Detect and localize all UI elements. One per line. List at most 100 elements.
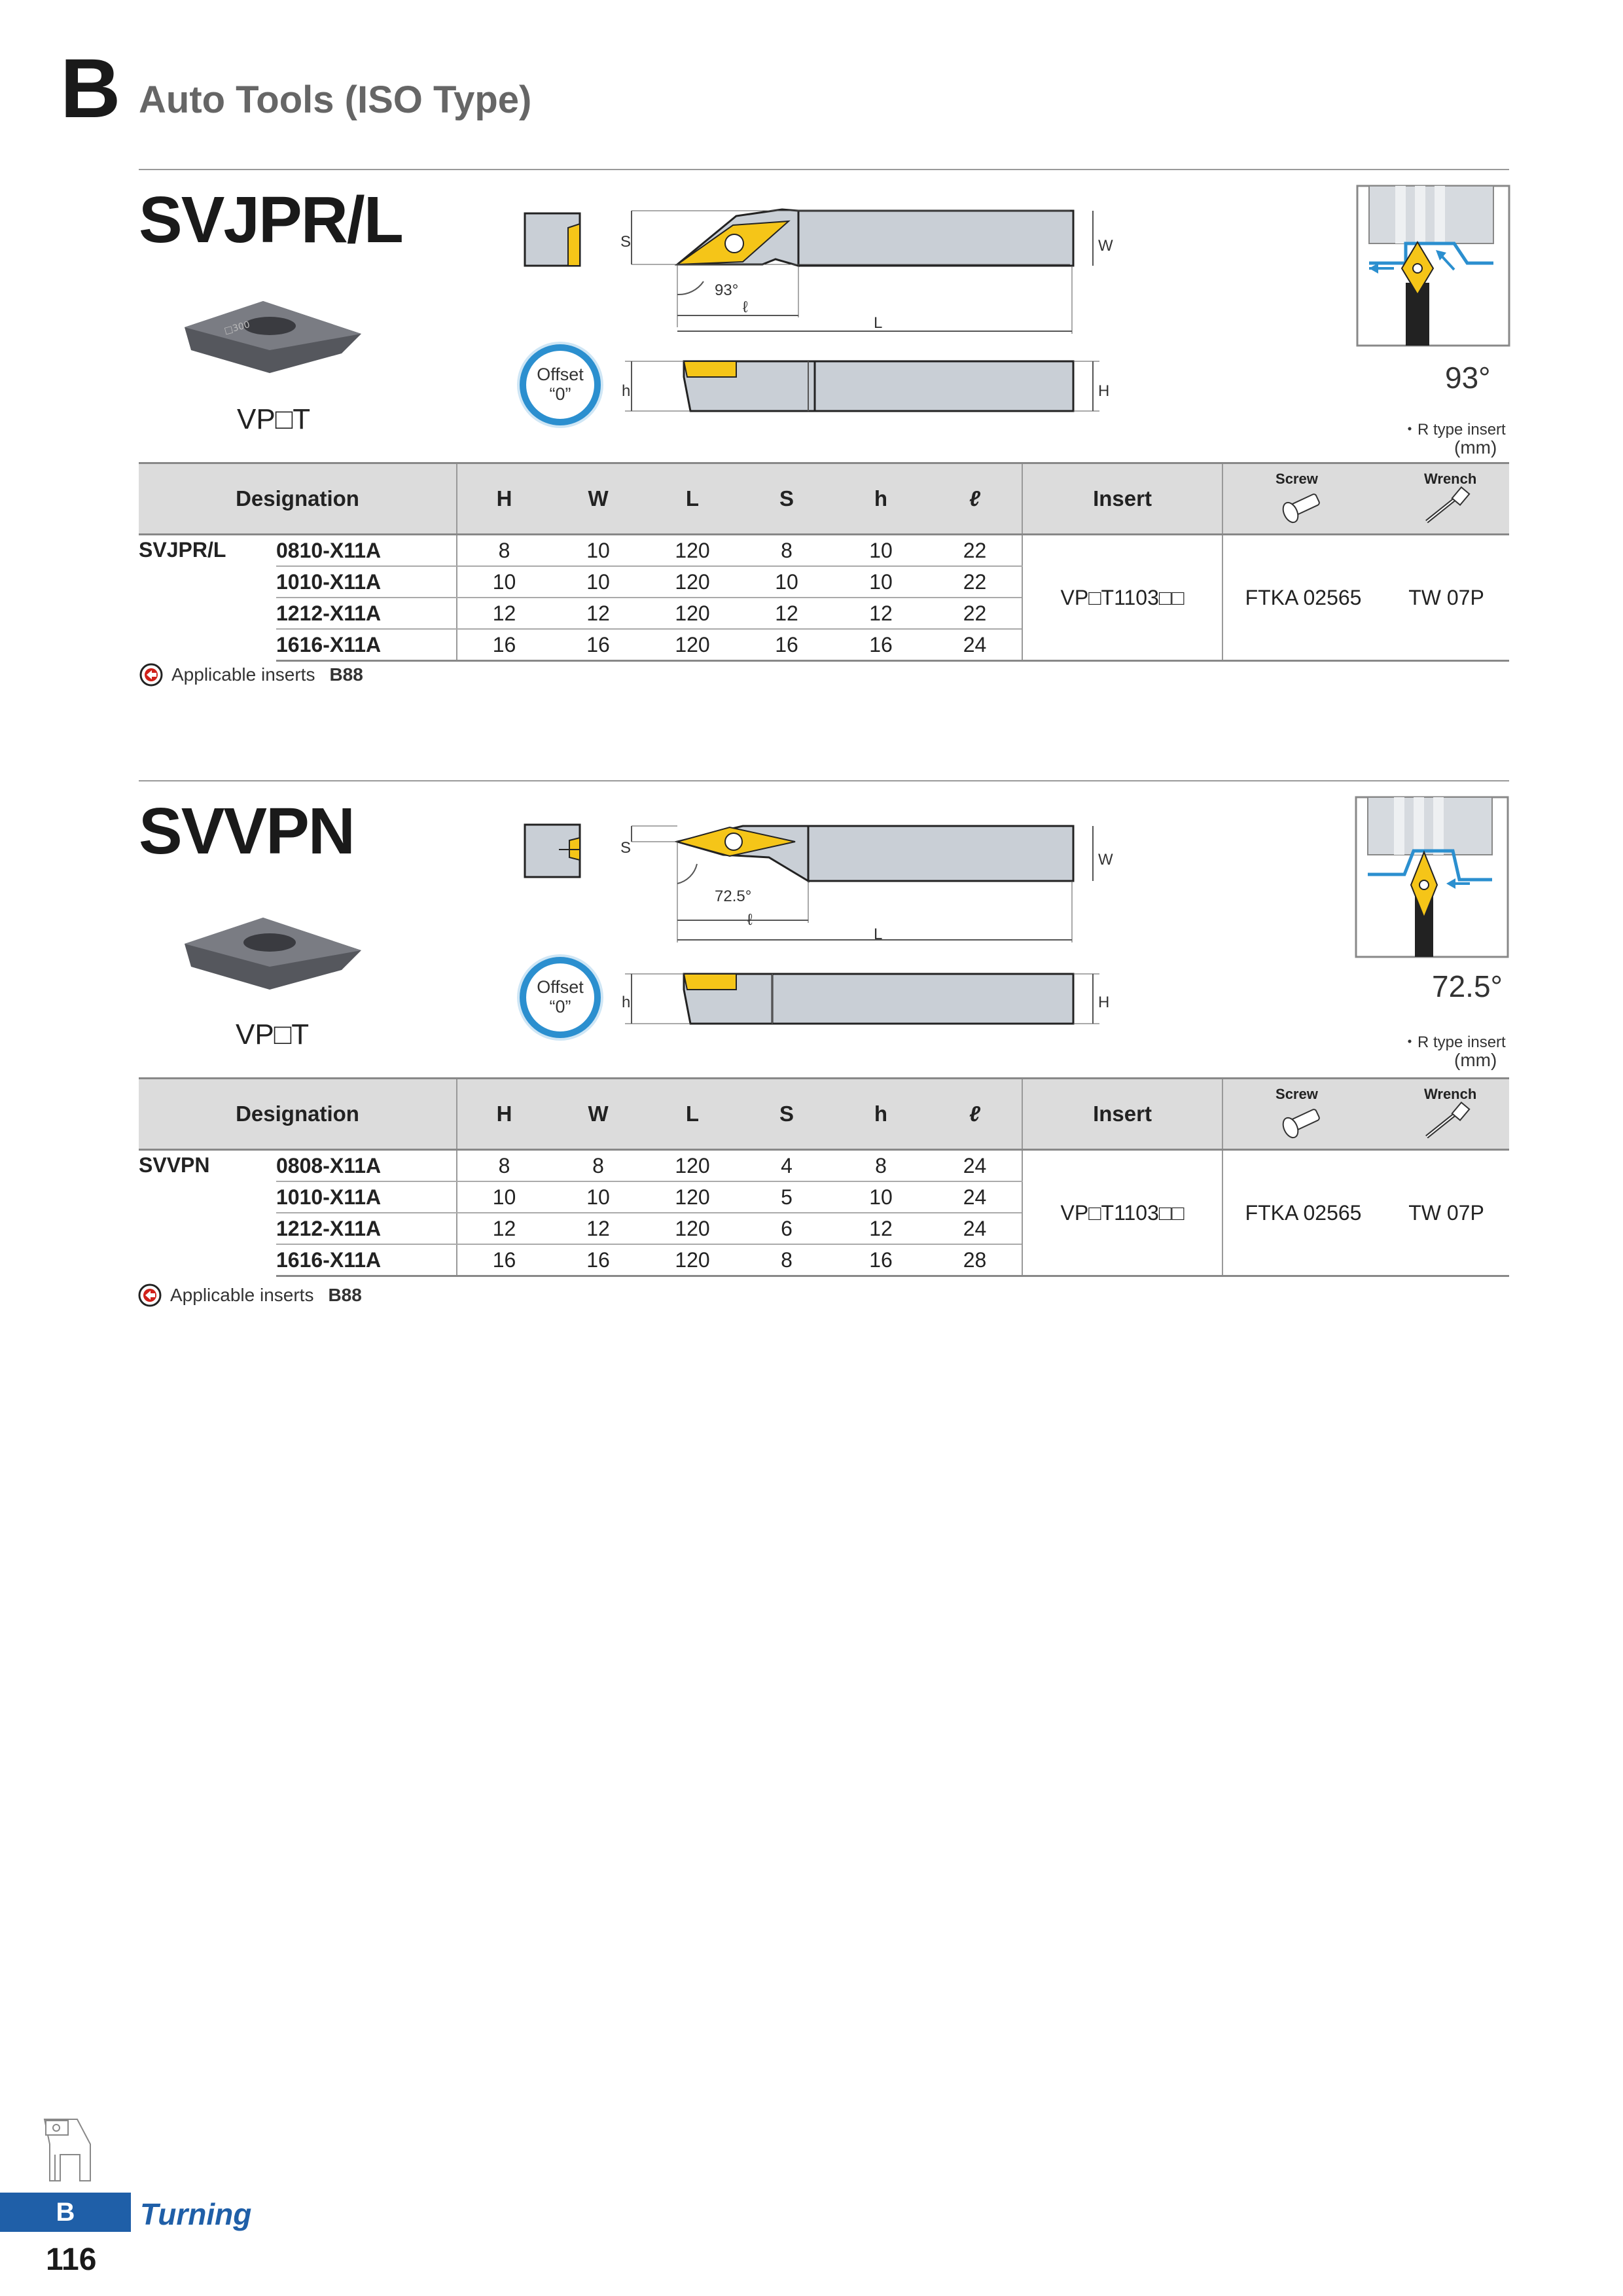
table-row: 1010-X11A 10 10 120 5 10 24 — [139, 1181, 1509, 1213]
cell-S: 6 — [740, 1213, 834, 1245]
application-diagram — [1355, 796, 1509, 958]
cell-l: 24 — [928, 1213, 1023, 1245]
screw-code: FTKA 02565 — [1222, 1149, 1384, 1277]
insert-photo — [185, 918, 361, 990]
col-insert: Insert — [1022, 462, 1223, 535]
offset-value: “0” — [549, 384, 571, 404]
offset-label: Offset — [537, 977, 584, 997]
end-view-drawing — [524, 823, 581, 878]
col-l: ℓ — [928, 462, 1023, 535]
row-code: 1212-X11A — [276, 1213, 457, 1245]
model-name: SVJPR/L — [139, 183, 404, 257]
dim-s: S — [620, 233, 632, 251]
col-W: W — [551, 462, 646, 535]
cell-H: 12 — [456, 1213, 552, 1245]
cell-h: 10 — [834, 1181, 929, 1213]
col-H: H — [456, 1077, 552, 1151]
applicable-inserts-link[interactable]: Applicable inserts B88 — [137, 1283, 362, 1308]
col-screw: Screw — [1222, 1077, 1384, 1151]
offset-label: Offset — [537, 365, 584, 385]
cell-W: 10 — [551, 566, 646, 598]
top-view-drawing — [631, 208, 1094, 334]
cell-S: 4 — [740, 1149, 834, 1182]
side-view-drawing — [625, 360, 1099, 412]
dim-h-big: H — [1098, 382, 1110, 400]
row-code: 0808-X11A — [276, 1149, 457, 1182]
wrench-code: TW 07P — [1383, 1149, 1510, 1277]
wrench-label: Wrench — [1424, 1086, 1477, 1102]
cell-L: 120 — [645, 566, 740, 598]
cell-W: 12 — [551, 598, 646, 630]
cell-h: 10 — [834, 566, 929, 598]
cell-L: 120 — [645, 534, 740, 567]
cell-H: 8 — [456, 534, 552, 567]
row-code: 1616-X11A — [276, 629, 457, 662]
screw-label: Screw — [1275, 1086, 1318, 1102]
dim-l-small: ℓ — [743, 298, 748, 316]
applicable-inserts-link[interactable]: Applicable inserts B88 — [139, 662, 363, 687]
table-row: SVJPR/L 0810-X11A 8 10 120 8 10 22 VP□T1… — [139, 534, 1510, 662]
dim-w: W — [1098, 851, 1113, 869]
turning-tool-icon — [43, 2119, 91, 2181]
insert-code: VP□T1103□□ — [1022, 1149, 1223, 1277]
cell-L: 120 — [645, 629, 740, 662]
col-designation: Designation — [139, 462, 457, 535]
spec-table: Designation H W L S h ℓ Insert Screw Wre… — [139, 462, 1510, 662]
col-l: ℓ — [928, 1077, 1023, 1151]
row-model: SVVPN — [139, 1153, 210, 1177]
cell-h: 12 — [834, 1213, 929, 1245]
unit-label: (mm) — [1454, 437, 1497, 457]
cell-l: 22 — [928, 598, 1023, 630]
col-W: W — [551, 1077, 646, 1151]
insert-code: VP□T1103□□ — [1022, 534, 1223, 662]
wrench-label: Wrench — [1424, 471, 1477, 487]
cell-W: 16 — [551, 1244, 646, 1277]
applicable-ref: B88 — [329, 664, 363, 685]
cell-S: 10 — [740, 566, 834, 598]
section-name: Turning — [140, 2197, 252, 2231]
unit-label: (mm) — [1454, 1050, 1497, 1070]
cell-S: 12 — [740, 598, 834, 630]
col-wrench: Wrench — [1383, 462, 1510, 535]
dim-w: W — [1098, 237, 1113, 255]
dim-s: S — [620, 839, 632, 857]
top-view-drawing — [631, 825, 1094, 942]
table-row: 1616-X11A 16 16 120 16 16 24 — [139, 629, 1509, 662]
cell-W: 8 — [551, 1149, 646, 1182]
wrench-icon — [1425, 486, 1471, 524]
screw-icon — [1282, 1109, 1320, 1139]
cell-L: 120 — [645, 1149, 740, 1182]
col-wrench: Wrench — [1383, 1077, 1510, 1151]
wrench-code: TW 07P — [1383, 534, 1510, 662]
arrow-circle-icon — [139, 663, 163, 687]
approach-angle: 72.5° — [1432, 969, 1503, 1003]
section-tab: B — [0, 2193, 131, 2232]
side-view-drawing — [625, 973, 1099, 1025]
col-insert: Insert — [1022, 1077, 1223, 1151]
divider — [139, 169, 1509, 170]
insert-type-label: VP□T — [237, 403, 311, 435]
cell-H: 16 — [456, 629, 552, 662]
table-row: SVVPN 0808-X11A 8 8 120 4 8 24 VP□T1103□… — [139, 1149, 1510, 1277]
row-code: 0810-X11A — [276, 534, 457, 567]
dim-h-big: H — [1098, 994, 1110, 1011]
row-code: 1010-X11A — [276, 566, 457, 598]
col-h: h — [834, 1077, 929, 1151]
screw-icon — [1282, 493, 1320, 524]
col-H: H — [456, 462, 552, 535]
row-code: 1616-X11A — [276, 1244, 457, 1277]
cell-h: 10 — [834, 534, 929, 567]
cell-H: 8 — [456, 1149, 552, 1182]
applicable-label: Applicable inserts — [170, 1285, 314, 1305]
cell-H: 10 — [456, 1181, 552, 1213]
cell-L: 120 — [645, 1213, 740, 1245]
row-code: 1010-X11A — [276, 1181, 457, 1213]
section-letter: B — [60, 42, 121, 135]
insert-photo: □300 — [185, 301, 361, 373]
offset-badge: Offset “0” — [520, 344, 601, 425]
arrow-circle-icon — [138, 1283, 162, 1307]
cell-H: 16 — [456, 1244, 552, 1277]
cell-S: 8 — [740, 1244, 834, 1277]
cell-L: 120 — [645, 598, 740, 630]
